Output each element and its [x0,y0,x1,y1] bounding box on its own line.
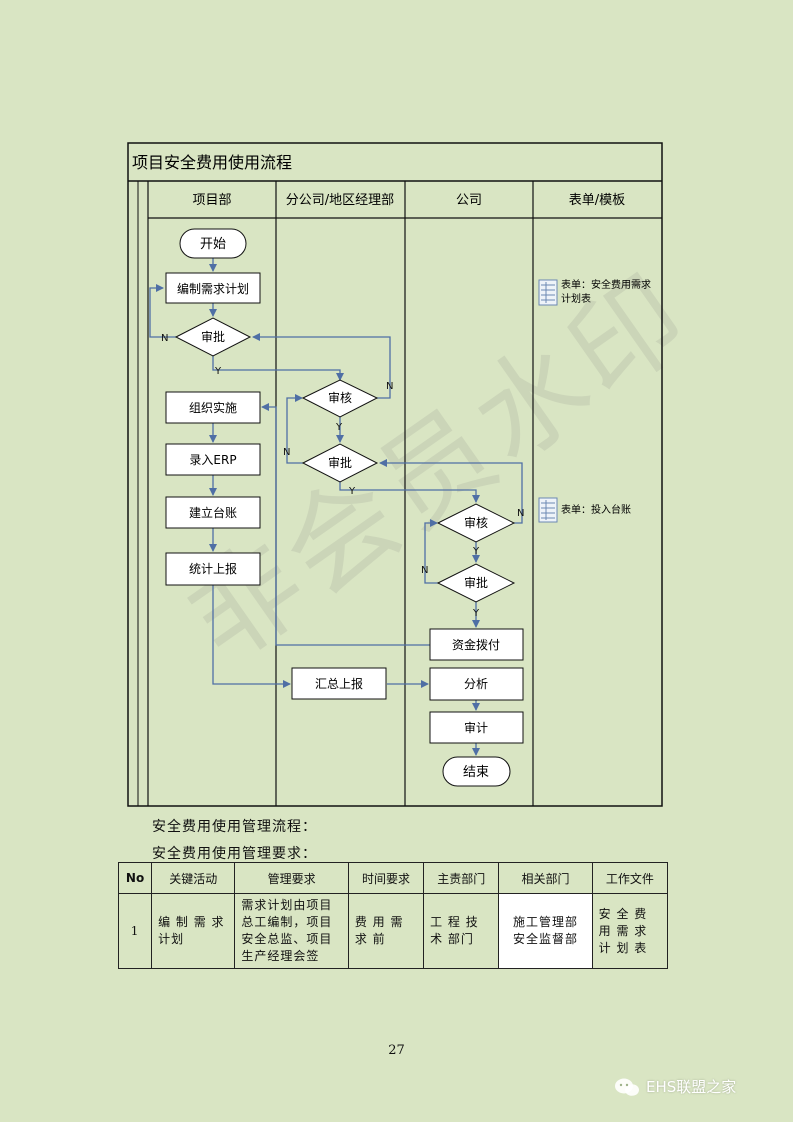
funds-node-label: 资金拨付 [452,637,500,652]
table-header: 主责部门 [423,862,500,894]
brand-label: EHS联盟之家 [646,1078,737,1096]
subtitle-requirements: 安全费用使用管理要求： [152,846,317,862]
lane-header-project: 项目部 [192,193,231,208]
review2-node-label: 审核 [464,515,488,530]
audit-node-label: 审计 [464,720,488,735]
edge-label-n4: N [517,508,524,519]
table-cell: 安 全 费 用 需 求 计 划 表 [591,893,669,969]
analyze-node [429,667,524,701]
lane-header-forms: 表单/模板 [569,193,625,208]
table-row: 1 编 制 需 求 计划 需求计划由项目总工编制，项目安全总监、项目生产经理会签… [117,893,669,969]
lane-header-branch: 分公司/地区经理部 [286,193,394,208]
table-header: 相关部门 [498,862,593,894]
wechat-icon [615,1078,639,1096]
approve3-node-label: 审批 [464,575,488,590]
table-header: 关键活动 [151,862,236,894]
requirements-table: No 关键活动 管理要求 时间要求 主责部门 相关部门 工作文件 1 编 制 需… [117,862,669,969]
review2-node [436,503,516,543]
ledger-node [165,496,261,529]
erp-node [165,443,261,476]
audit-node [429,711,524,744]
edge-label-y1: Y [214,366,222,377]
edge-label-n2: N [386,381,393,392]
page-number: 27 [388,1043,405,1058]
approve2-node [301,443,379,483]
table-cell: 施工管理部 安全监督部 [498,893,593,969]
table-cell: 需求计划由项目总工编制，项目安全总监、项目生产经理会签 [234,893,349,969]
form-document-icon [538,279,558,306]
flow-frame [127,142,663,807]
edge-label-y5: Y [472,608,480,619]
approve1-node-label: 审批 [201,329,225,344]
brand-badge: EHS联盟之家 [614,1076,736,1097]
end-node [442,756,511,787]
ledger-node-label: 建立台账 [189,505,237,520]
subtitle-process: 安全费用使用管理流程： [152,819,317,835]
table-cell: 工 程 技 术 部门 [423,893,500,969]
organize-node [165,391,261,424]
edge-label-n1: N [161,333,168,344]
report-node-label: 统计上报 [189,561,237,576]
form1-label-line1: 表单：安全费用需求 [561,278,651,291]
review1-node-label: 审核 [328,390,352,405]
approve2-node-label: 审批 [328,455,352,470]
flow-title: 项目安全费用使用流程 [132,153,292,172]
table-cell: 费 用 需 求 前 [347,893,425,969]
approve3-node [436,563,516,603]
edge-label-y4: Y [472,546,480,557]
edge-label-y2: Y [335,422,343,433]
organize-node-label: 组织实施 [189,400,237,415]
edge-label-n3: N [283,447,290,458]
table-cell: 1 [117,893,153,969]
form2-label: 表单：投入台账 [561,503,631,516]
table-header: 工作文件 [591,862,669,894]
flowchart: 项目安全费用使用流程 项目部 分公司/地区经理部 公司 表单/模板 N Y N … [127,142,663,807]
approve1-node [174,317,252,357]
lane-header-company: 公司 [456,193,482,208]
table-header-row: No 关键活动 管理要求 时间要求 主责部门 相关部门 工作文件 [117,862,669,894]
table-header: 时间要求 [347,862,425,894]
edge-label-n5: N [421,565,428,576]
analyze-node-label: 分析 [464,677,488,691]
start-node [179,228,247,259]
plan-node [165,272,261,304]
form1-label-line2: 计划表 [561,292,591,305]
edge-label-y3: Y [348,486,356,497]
table-cell: 编 制 需 求 计划 [151,893,236,969]
form-document-icon [538,497,558,523]
start-node-label: 开始 [200,237,226,252]
end-node-label: 结束 [463,765,489,780]
table-header: 管理要求 [234,862,349,894]
plan-node-label: 编制需求计划 [177,281,249,296]
funds-node [429,628,524,661]
review1-node [301,379,379,418]
summary-node [291,667,387,700]
erp-node-label: 录入ERP [189,453,236,467]
summary-node-label: 汇总上报 [315,676,363,691]
table-header: No [117,862,153,894]
report-node [165,552,261,586]
